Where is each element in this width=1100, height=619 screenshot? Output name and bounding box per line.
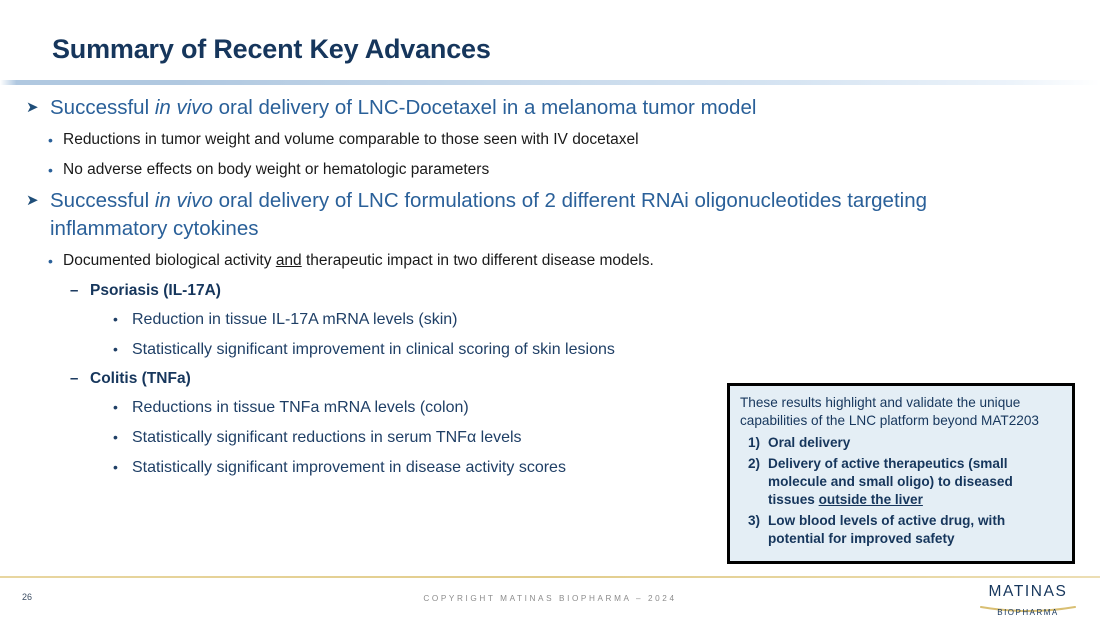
- bullet-content: ➤ Successful in vivo oral delivery of LNC…: [0, 94, 1100, 484]
- bullet-item-level-4: • Reductions in tissue TNFa mRNA levels (…: [113, 394, 1100, 421]
- callout-item-text: Low blood levels of active drug, with po…: [768, 513, 1006, 546]
- bullet-text: Colitis (TNFa): [90, 370, 191, 387]
- bullet-text: No adverse effects on body weight or hem…: [63, 161, 490, 178]
- bullet-item-level-4: • Statistically significant reductions in…: [113, 424, 1100, 451]
- bullet-item-level-1: ➤ Successful in vivo oral delivery of LNC…: [26, 94, 1100, 122]
- bullet-text: Reductions in tissue TNFa mRNA levels (c…: [132, 399, 469, 416]
- callout-list-item: 1) Oral delivery: [740, 434, 1062, 452]
- footer-divider: [0, 576, 1100, 578]
- bullet-text: Reduction in tissue IL-17A mRNA levels (…: [132, 311, 458, 328]
- bullet-item-level-3: –Colitis (TNFa): [70, 366, 1100, 392]
- callout-list-item: 3) Low blood levels of active drug, with …: [740, 512, 1062, 548]
- dot-bullet-icon: •: [48, 253, 53, 269]
- callout-item-text: Delivery of active therapeutics (small m…: [768, 456, 1013, 507]
- page-number: 26: [22, 592, 33, 602]
- bullet-item-level-2: • No adverse effects on body weight or he…: [48, 157, 1100, 183]
- logo-wordmark: MATINAS: [988, 583, 1068, 600]
- bullet-text: Psoriasis (IL-17A): [90, 282, 221, 299]
- bullet-text: Reductions in tumor weight and volume co…: [63, 131, 639, 148]
- bullet-item-level-4: • Statistically significant improvement i…: [113, 336, 1100, 363]
- callout-list-item: 2) Delivery of active therapeutics (small…: [740, 455, 1062, 509]
- arrow-bullet-icon: ➤: [26, 99, 39, 116]
- logo-arc-icon: [979, 600, 1077, 612]
- dot-bullet-icon: •: [48, 132, 53, 148]
- page-title: Summary of Recent Key Advances: [52, 34, 491, 64]
- dash-bullet-icon: –: [70, 370, 79, 387]
- dot-bullet-icon: •: [113, 399, 118, 415]
- dot-bullet-icon: •: [113, 429, 118, 445]
- arrow-bullet-icon: ➤: [26, 192, 39, 209]
- copyright-text: COPYRIGHT MATINAS BIOPHARMA – 2024: [423, 594, 677, 603]
- callout-list: 1) Oral delivery 2) Delivery of active ther…: [740, 434, 1062, 548]
- bullet-item-level-3: –Psoriasis (IL-17A): [70, 278, 1100, 304]
- dot-bullet-icon: •: [113, 459, 118, 475]
- dot-bullet-icon: •: [113, 341, 118, 357]
- title-divider: [0, 80, 1100, 85]
- dot-bullet-icon: •: [113, 311, 118, 327]
- dot-bullet-icon: •: [48, 162, 53, 178]
- bullet-item-level-4: • Reduction in tissue IL-17A mRNA levels …: [113, 306, 1100, 333]
- bullet-text: Documented biological activity and thera…: [63, 252, 654, 269]
- logo-subtitle: BIOPHARMA: [997, 608, 1059, 617]
- callout-item-number: 1): [748, 435, 761, 450]
- callout-item-number: 2): [748, 456, 761, 471]
- bullet-text: Statistically significant reductions in …: [132, 429, 522, 446]
- callout-intro-text: These results highlight and validate the…: [740, 395, 1039, 428]
- bullet-text: Successful in vivo oral delivery of LNC …: [50, 189, 928, 240]
- dash-bullet-icon: –: [70, 282, 79, 299]
- bullet-item-level-2: • Documented biological activity and ther…: [48, 248, 1100, 274]
- matinas-logo: MATINAS BIOPHARMA: [978, 583, 1078, 618]
- callout-item-text: Oral delivery: [768, 435, 851, 450]
- bullet-text: Statistically significant improvement in…: [132, 459, 566, 476]
- callout-box: These results highlight and validate the…: [727, 383, 1075, 564]
- bullet-item-level-2: • Reductions in tumor weight and volume c…: [48, 127, 1100, 153]
- bullet-text: Statistically significant improvement in…: [132, 341, 615, 358]
- bullet-text: Successful in vivo oral delivery of LNC-…: [50, 96, 757, 119]
- callout-item-number: 3): [748, 513, 761, 528]
- bullet-item-level-4: • Statistically significant improvement i…: [113, 454, 1100, 481]
- bullet-item-level-1: ➤ Successful in vivo oral delivery of LNC…: [26, 187, 1100, 243]
